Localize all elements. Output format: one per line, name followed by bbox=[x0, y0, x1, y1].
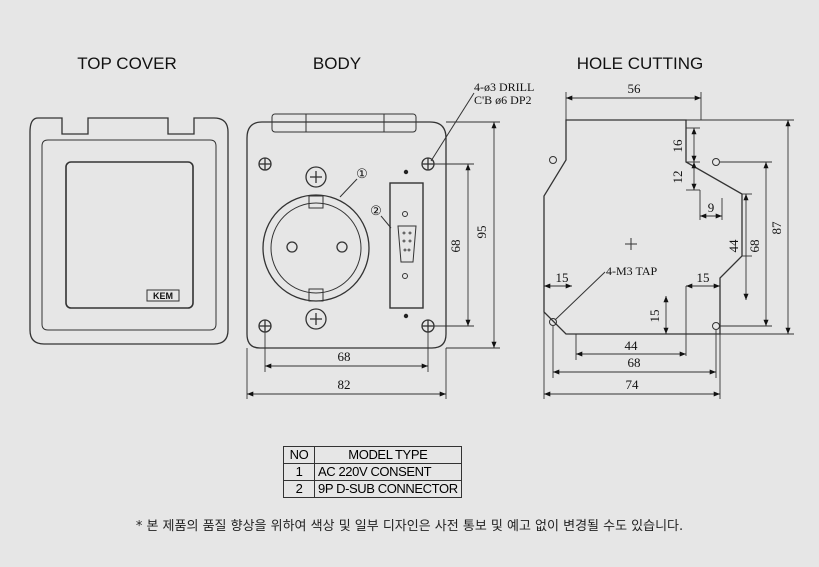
body-view bbox=[246, 113, 447, 349]
socket-top-clip bbox=[308, 195, 324, 209]
dsub-top-dot bbox=[403, 169, 409, 175]
dim-hole-44-horizontal: 44 bbox=[625, 338, 639, 353]
header-no: NO bbox=[283, 446, 315, 464]
table-row: 2 9P D-SUB CONNECTOR bbox=[283, 480, 462, 498]
dim-hole-9: 9 bbox=[708, 200, 715, 215]
tap-note: 4-M3 TAP bbox=[606, 264, 657, 278]
socket-pin-hole-left bbox=[286, 241, 298, 253]
dim-hole-15-left: 15 bbox=[556, 270, 569, 285]
body-outline bbox=[246, 121, 447, 349]
dim-hole-top-width: 56 bbox=[628, 81, 642, 96]
body-callouts bbox=[339, 92, 475, 229]
kem-logo-box bbox=[146, 289, 180, 302]
corner-hole-icon-bl bbox=[258, 319, 272, 333]
hole-cutting-title: HOLE CUTTING bbox=[577, 54, 704, 73]
dim-hole-68-horizontal: 68 bbox=[628, 355, 641, 370]
dim-hole-68-vertical: 68 bbox=[747, 240, 762, 253]
dim-body-inner-height: 68 bbox=[448, 240, 463, 253]
row-no: 1 bbox=[283, 463, 315, 481]
hinge-strip bbox=[271, 113, 417, 133]
row-model: AC 220V CONSENT bbox=[314, 463, 462, 481]
top-cover-title: TOP COVER bbox=[77, 54, 177, 73]
drill-note-line1: 4-ø3 DRILL bbox=[474, 80, 534, 94]
corner-hole-icon-br bbox=[421, 319, 435, 333]
callout-2: ② bbox=[370, 203, 382, 218]
dim-hole-16: 16 bbox=[670, 139, 685, 153]
cutout-outline bbox=[543, 119, 743, 335]
dim-hole-15-vertical: 15 bbox=[647, 310, 662, 323]
footnote: * 본 제품의 품질 향상을 위하여 색상 및 일부 디자인은 사전 통보 및 … bbox=[135, 519, 684, 534]
dsub-connector bbox=[397, 225, 417, 263]
header-model-type: MODEL TYPE bbox=[314, 446, 462, 464]
dim-hole-15-right: 15 bbox=[697, 270, 710, 285]
socket-pin-hole-right bbox=[336, 241, 348, 253]
row-model: 9P D-SUB CONNECTOR bbox=[314, 480, 462, 498]
dim-body-outer-width: 82 bbox=[338, 377, 351, 392]
dsub-bottom-dot bbox=[403, 313, 409, 319]
drill-note-line2: C'B ø6 DP2 bbox=[474, 93, 532, 107]
tap-leader bbox=[554, 271, 606, 321]
dim-hole-12: 12 bbox=[670, 171, 685, 184]
body-dimension-lines bbox=[246, 121, 500, 399]
model-table-header: NO MODEL TYPE bbox=[283, 446, 462, 464]
socket-inner-ring bbox=[270, 202, 362, 294]
corner-hole-icon-tl bbox=[258, 157, 272, 171]
top-screw-icon bbox=[305, 166, 327, 188]
bottom-screw-icon bbox=[305, 308, 327, 330]
body-title: BODY bbox=[313, 54, 361, 73]
kem-logo: KEM bbox=[153, 291, 173, 301]
table-row: 1 AC 220V CONSENT bbox=[283, 463, 462, 481]
tap-hole-icons bbox=[549, 156, 720, 330]
row-no: 2 bbox=[283, 480, 315, 498]
model-type-table: NO MODEL TYPE 1 AC 220V CONSENT 2 9P D-S… bbox=[283, 446, 462, 498]
top-cover-window bbox=[65, 161, 194, 309]
dim-body-outer-height: 95 bbox=[474, 226, 489, 239]
top-cover-outline bbox=[29, 117, 229, 345]
top-cover-inner-frame bbox=[41, 139, 217, 331]
dim-hole-87-vertical: 87 bbox=[769, 221, 784, 235]
callout-1: ① bbox=[356, 166, 368, 181]
top-cover-view bbox=[29, 117, 229, 345]
socket-outer-ring bbox=[262, 194, 370, 302]
socket-bottom-clip bbox=[308, 288, 324, 302]
dim-hole-74-horizontal: 74 bbox=[626, 377, 640, 392]
dim-hole-44-vertical: 44 bbox=[726, 239, 741, 253]
dim-body-inner-width: 68 bbox=[338, 349, 351, 364]
hole-dimension-lines bbox=[543, 92, 794, 399]
hole-cutting-view bbox=[543, 119, 743, 335]
dsub-module bbox=[389, 182, 424, 309]
